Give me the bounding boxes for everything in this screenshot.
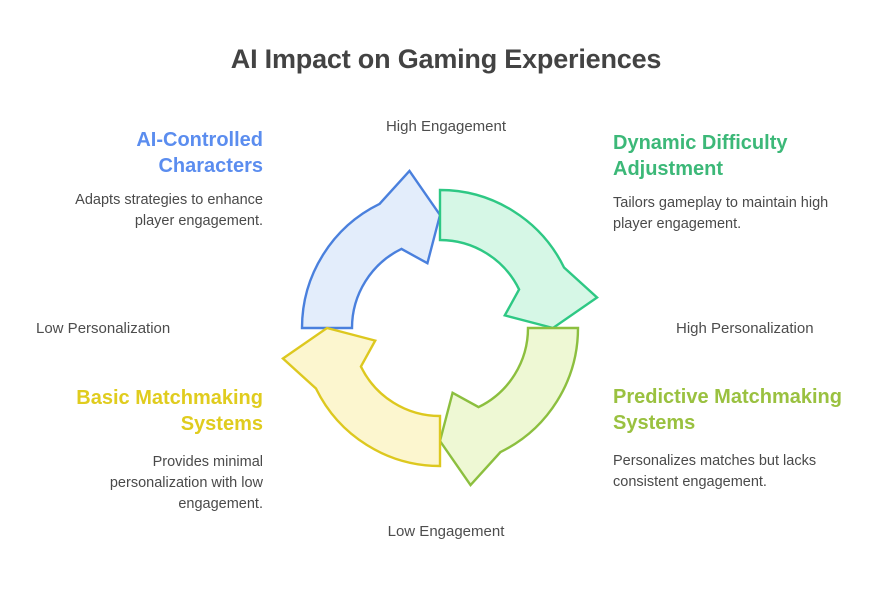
quadrant-heading: AI-Controlled Characters: [136, 129, 263, 178]
cycle-segment-basic-matchmaking-systems[interactable]: [281, 326, 442, 468]
quadrant-dynamic-difficulty-adjustment: Dynamic Difficulty Adjustment Tailors ga…: [613, 130, 843, 235]
cycle-segment-predictive-matchmaking-systems[interactable]: [438, 326, 580, 487]
quadrant-heading: Basic Matchmaking Systems: [76, 387, 263, 436]
cycle-segment-ai-controlled-characters[interactable]: [300, 169, 442, 330]
cycle-segments: [281, 169, 599, 487]
cycle-diagram-svg: [281, 169, 599, 487]
cycle-segment-dynamic-difficulty-adjustment[interactable]: [438, 188, 599, 330]
axis-label-low-engagement: Low Engagement: [387, 523, 505, 540]
quadrant-ai-controlled-characters: AI-Controlled Characters Adapts strategi…: [33, 127, 263, 232]
quadrant-description: Provides minimal personalization with lo…: [109, 453, 263, 513]
quadrant-description: Personalizes matches but lacks consisten…: [613, 452, 817, 491]
quadrant-description: Adapts strategies to enhance player enga…: [75, 191, 263, 230]
axis-label-high-personalization: High Personalization: [676, 320, 814, 337]
axis-label-low-personalization: Low Personalization: [36, 320, 171, 337]
quadrant-description: Tailors gameplay to maintain high player…: [613, 194, 829, 233]
quadrant-heading: Predictive Matchmaking Systems: [613, 386, 842, 435]
quadrant-basic-matchmaking-systems: Basic Matchmaking Systems Provides minim…: [33, 385, 263, 516]
axis-label-high-engagement: High Engagement: [385, 118, 507, 135]
cycle-diagram: [281, 169, 599, 487]
quadrant-predictive-matchmaking-systems: Predictive Matchmaking Systems Personali…: [613, 384, 843, 493]
page-title: AI Impact on Gaming Experiences: [230, 44, 662, 75]
quadrant-heading: Dynamic Difficulty Adjustment: [613, 132, 788, 181]
